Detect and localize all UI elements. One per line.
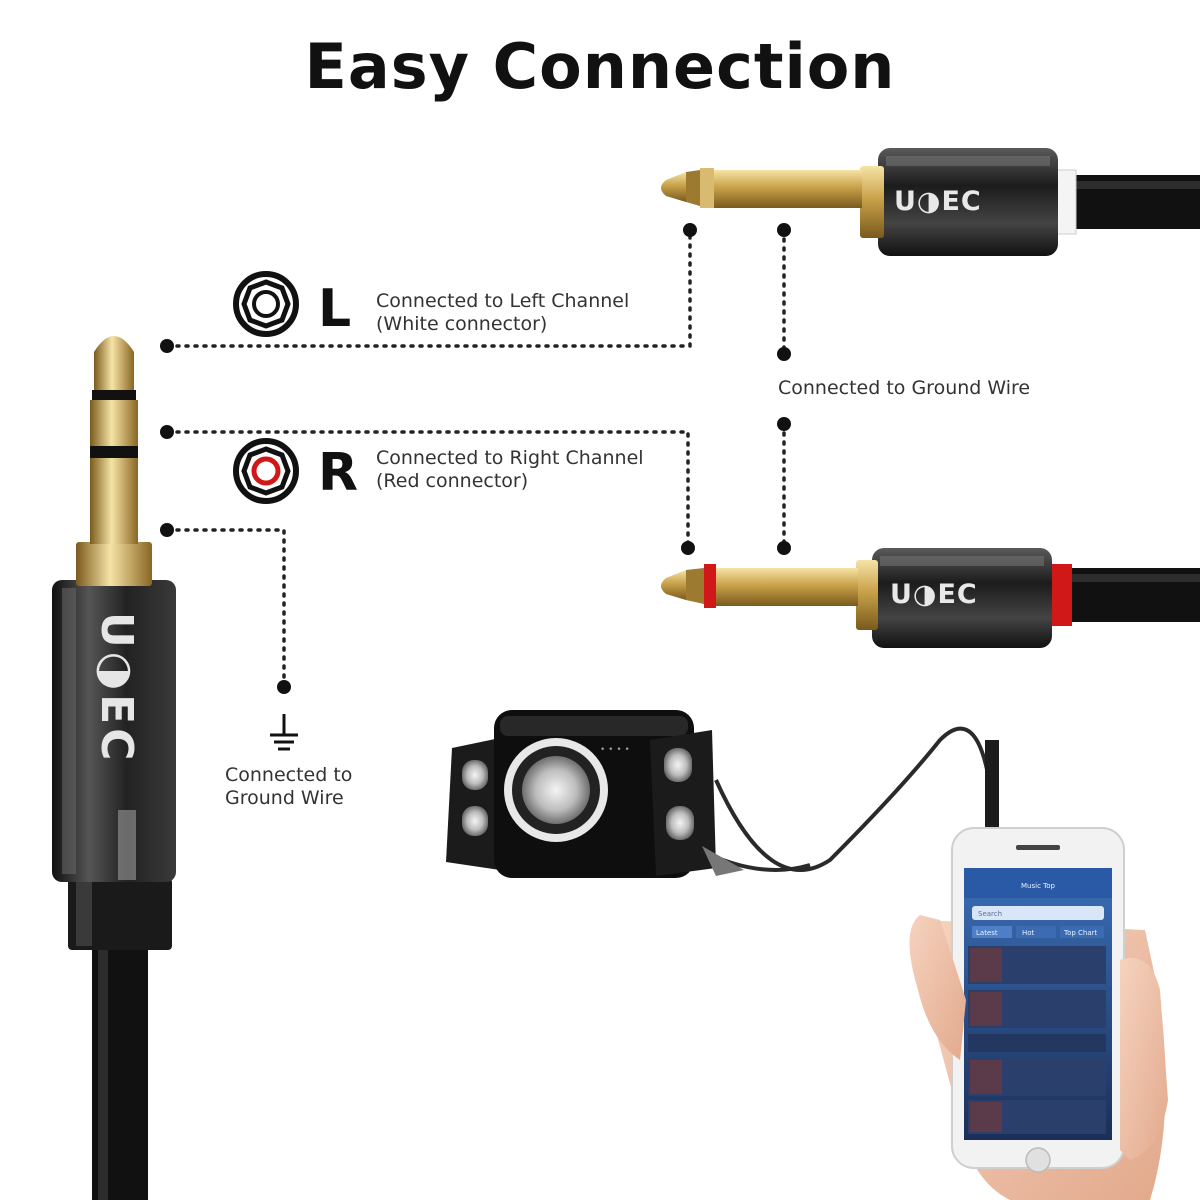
left-channel-letter: L	[318, 279, 352, 339]
phone-tab-latest[interactable]: Latest	[976, 929, 998, 937]
red-ring-icon	[233, 438, 299, 504]
left-channel-line2: (White connector)	[376, 313, 548, 335]
phone-app-title: Music Top	[1021, 882, 1056, 890]
mini-jack-plug	[52, 336, 176, 1200]
smartphone-image	[909, 740, 1168, 1200]
bottom-plug-brand: U◑EC	[890, 579, 978, 610]
phone-tab-hot[interactable]: Hot	[1022, 929, 1035, 937]
right-channel-line2: (Red connector)	[376, 470, 529, 492]
ground-left-line1: Connected to	[225, 764, 353, 786]
svg-text:• • • •: • • • •	[600, 745, 630, 755]
left-channel-line1: Connected to Left Channel	[376, 290, 630, 312]
right-channel-caption: Connected to Right Channel (Red connecto…	[376, 447, 644, 493]
ground-left-caption: Connected to Ground Wire	[225, 764, 352, 810]
phone-search-input[interactable]: Search	[978, 910, 1002, 918]
ground-symbol-icon	[270, 714, 298, 751]
page-title: Easy Connection	[304, 30, 896, 103]
phone-tab-top-chart[interactable]: Top Chart	[1063, 929, 1098, 937]
left-channel-caption: Connected to Left Channel (White connect…	[376, 290, 629, 336]
connector-dots	[160, 223, 791, 694]
white-ring-icon	[233, 271, 299, 337]
ground-left-line2: Ground Wire	[225, 787, 344, 809]
dotted-connector-lines	[166, 228, 786, 689]
mini-plug-brand: U◑EC	[91, 612, 142, 765]
top-quarter-inch-plug	[661, 148, 1200, 256]
bottom-quarter-inch-plug	[661, 548, 1200, 648]
speaker-system-image: • • • •	[446, 710, 994, 878]
right-channel-line1: Connected to Right Channel	[376, 447, 644, 469]
ground-right-caption: Connected to Ground Wire	[778, 377, 1031, 399]
top-plug-brand: U◑EC	[894, 186, 982, 217]
right-channel-letter: R	[318, 443, 359, 503]
